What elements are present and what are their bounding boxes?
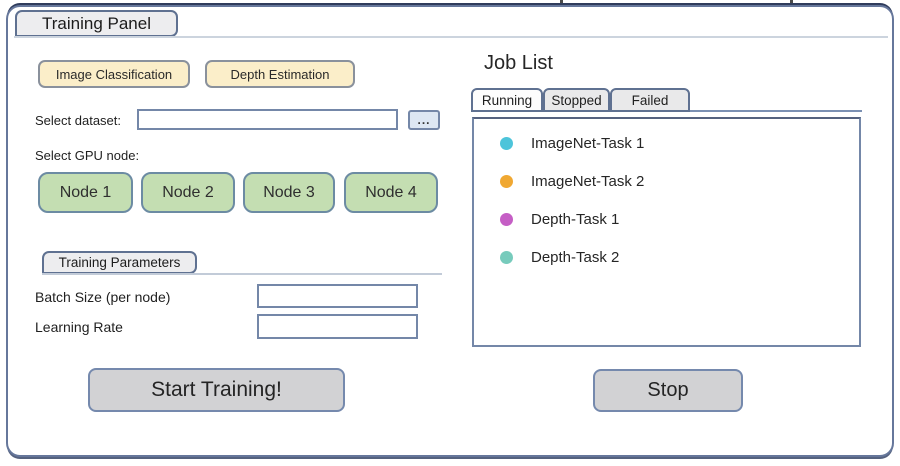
job-row-depth-task-1[interactable]: Depth-Task 1 — [474, 209, 859, 229]
tab-running-label: Running — [481, 92, 533, 108]
batch-size-label: Batch Size (per node) — [35, 289, 171, 305]
tab-training-parameters[interactable]: Training Parameters — [42, 251, 197, 274]
node-4-button[interactable]: Node 4 — [344, 172, 438, 213]
node-4-label: Node 4 — [365, 183, 417, 201]
node-2-button[interactable]: Node 2 — [141, 172, 235, 213]
node-1-label: Node 1 — [59, 183, 112, 201]
depth-estimation-button[interactable]: Depth Estimation — [205, 60, 355, 88]
node-3-label: Node 3 — [263, 183, 315, 201]
training-parameters-title: Training Parameters — [58, 255, 181, 270]
image-classification-label: Image Classification — [55, 66, 173, 82]
learning-rate-input[interactable] — [257, 314, 418, 339]
stop-button[interactable]: Stop — [593, 369, 743, 412]
tab-stopped-label: Stopped — [551, 92, 602, 108]
top-edge-tick — [560, 0, 563, 4]
node-1-button[interactable]: Node 1 — [38, 172, 133, 213]
select-gpu-label: Select GPU node: — [35, 148, 140, 163]
batch-size-input[interactable] — [257, 284, 418, 308]
start-training-button[interactable]: Start Training! — [88, 368, 345, 412]
status-dot-icon — [500, 174, 513, 188]
node-3-button[interactable]: Node 3 — [243, 172, 335, 213]
node-2-label: Node 2 — [162, 183, 214, 201]
tab-failed-label: Failed — [631, 92, 669, 108]
job-list-box: ImageNet-Task 1 ImageNet-Task 2 Depth-Ta… — [472, 117, 861, 347]
job-list-title: Job List — [484, 52, 553, 74]
top-edge-tick — [790, 0, 793, 4]
params-underline — [42, 273, 442, 275]
status-dot-icon — [500, 212, 513, 226]
job-row-imagenet-task-1[interactable]: ImageNet-Task 1 — [474, 133, 859, 153]
job-label: Depth-Task 2 — [531, 248, 620, 266]
job-label: Depth-Task 1 — [531, 210, 620, 228]
tab-training-panel[interactable]: Training Panel — [15, 10, 178, 37]
tab-running[interactable]: Running — [471, 88, 543, 112]
image-classification-button[interactable]: Image Classification — [38, 60, 190, 88]
browse-dots: ... — [417, 113, 431, 127]
job-label: ImageNet-Task 2 — [531, 172, 645, 190]
dataset-input[interactable] — [137, 109, 398, 130]
job-row-depth-task-2[interactable]: Depth-Task 2 — [474, 247, 859, 267]
start-training-label: Start Training! — [151, 378, 282, 401]
job-label: ImageNet-Task 1 — [531, 134, 645, 152]
depth-estimation-label: Depth Estimation — [230, 66, 330, 82]
tab-stopped[interactable]: Stopped — [543, 88, 610, 112]
training-panel-title: Training Panel — [42, 13, 151, 33]
status-dot-icon — [500, 136, 513, 150]
status-dot-icon — [500, 250, 513, 264]
learning-rate-label: Learning Rate — [35, 319, 123, 335]
tab-failed[interactable]: Failed — [610, 88, 690, 112]
job-row-imagenet-task-2[interactable]: ImageNet-Task 2 — [474, 171, 859, 191]
panel-tab-underline — [14, 36, 888, 38]
stop-label: Stop — [647, 379, 689, 401]
browse-dataset-button[interactable]: ... — [408, 110, 440, 130]
select-dataset-label: Select dataset: — [35, 113, 121, 128]
